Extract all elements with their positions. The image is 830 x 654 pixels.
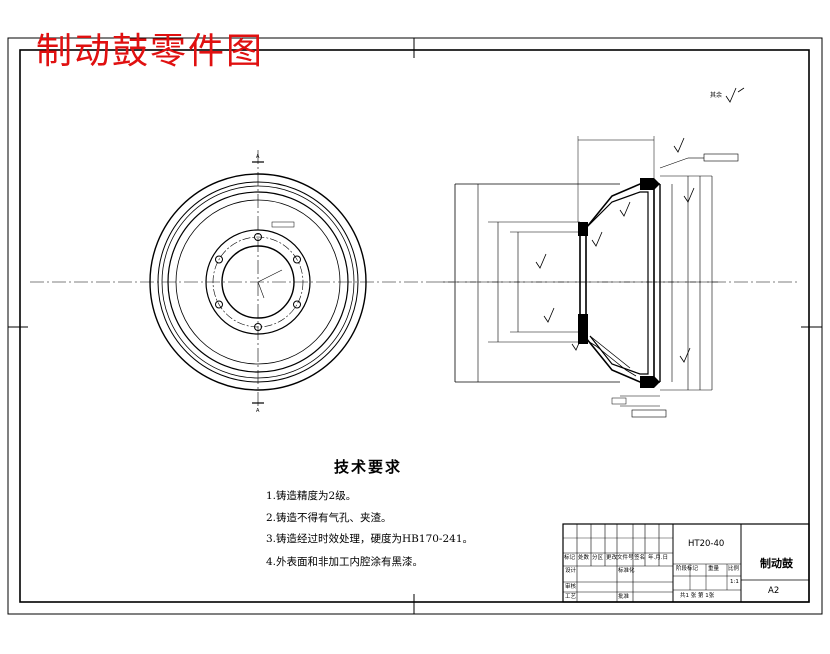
drawing-frame (19, 49, 810, 603)
roughness-note-label: 其余 (710, 92, 723, 99)
tech-requirement-item: 3.铸造经过时效处理，硬度为HB170-241。 (266, 533, 474, 545)
svg-text:A: A (256, 408, 260, 414)
tolerance-frame (611, 397, 627, 405)
weight-label: 重量 (708, 566, 720, 572)
bolt-hole (254, 233, 262, 241)
title-block-header: 年.月.日 (648, 555, 668, 561)
bolt-hole (215, 300, 223, 309)
bolt-circle (212, 236, 304, 328)
design-label: 设计 (565, 568, 577, 574)
tech-requirement-item: 2.铸造不得有气孔、夹渣。 (266, 512, 392, 524)
drawing-title: 制动鼓零件图 (36, 31, 265, 72)
tech-requirements-heading: 技术要求 (334, 458, 403, 476)
svg-text:A: A (256, 154, 260, 160)
approve-label: 批准 (618, 594, 630, 600)
section-view (440, 136, 739, 418)
process-label: 工艺 (565, 594, 577, 600)
outer-border (7, 37, 823, 615)
title-block-header: 处数 (578, 555, 590, 561)
tech-requirement-item: 1.铸造精度为2级。 (266, 490, 357, 502)
tolerance-frame (703, 153, 739, 162)
braking-surface-circle (167, 191, 349, 373)
scale-value: 1:1 (730, 579, 739, 585)
bolt-hole (215, 255, 223, 264)
flange-circle (205, 229, 311, 335)
review-label: 审核 (565, 584, 577, 590)
bolt-hole (254, 323, 262, 331)
material-label: HT20-40 (688, 539, 725, 549)
bolt-hole (293, 300, 301, 309)
part-name-label: 制动鼓 (760, 557, 793, 570)
drum-wall-profile (579, 183, 655, 383)
title-block-header: 更改文件号 (606, 555, 634, 561)
sheet-count-label: 共1 张 第 1张 (680, 593, 715, 599)
standard-label: 标准化 (618, 568, 635, 574)
outer-rim-circle (149, 173, 367, 391)
centering-marks (8, 38, 822, 614)
bolt-hole (293, 255, 301, 264)
title-block-header: 分区 (592, 555, 604, 561)
scale-label: 比例 (728, 566, 740, 572)
stage-label: 阶段标记 (676, 566, 699, 572)
title-block-header: 标记 (564, 555, 576, 561)
title-block (562, 523, 810, 603)
center-bore-circle (221, 245, 295, 319)
tech-requirement-item: 4.外表面和非加工内腔涂有黑漆。 (266, 556, 424, 568)
tolerance-frame (631, 409, 667, 418)
general-roughness-symbol (725, 87, 745, 103)
section-hatch (640, 178, 660, 190)
tolerance-frame (271, 221, 295, 228)
sheet-size-label: A2 (768, 586, 780, 596)
front-view: A A (149, 150, 367, 414)
title-block-header: 签名 (634, 555, 646, 561)
